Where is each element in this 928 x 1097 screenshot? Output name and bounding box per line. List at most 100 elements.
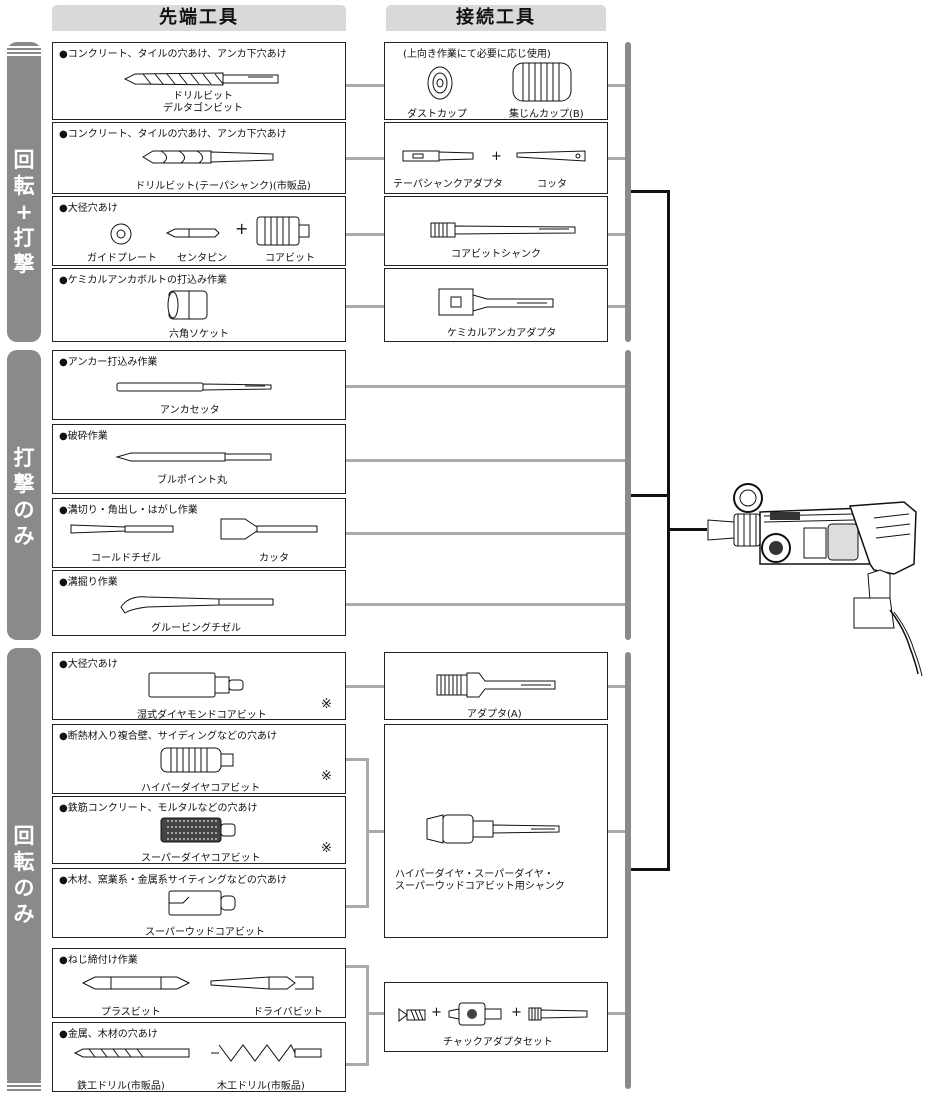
bottom-edge-mark bbox=[7, 1081, 41, 1091]
link-line bbox=[346, 965, 368, 968]
link-line bbox=[608, 305, 625, 308]
connect-box-core-bit-shank: ハイパーダイヤ・スーパーダイヤ・ スーパーウッドコアビット用シャンク bbox=[384, 724, 608, 938]
box-title: ●鉄筋コンクリート、モルタルなどの穴あけ bbox=[59, 803, 258, 814]
hammer-drill-icon bbox=[707, 483, 923, 677]
chuck-adapter-image bbox=[398, 1008, 426, 1022]
tool-caption: テーパシャンクアダプタ bbox=[393, 179, 503, 190]
tip-box-screw-bits: ●ねじ締付け作業 プラスビット ドライバビット bbox=[52, 948, 346, 1018]
tip-tools-header: 先端工具 bbox=[52, 5, 346, 31]
box-title: (上向き作業にて必要に応じ使用) bbox=[403, 49, 551, 60]
section-hammer-only: 打 撃 の み bbox=[7, 350, 41, 640]
bull-point-image bbox=[115, 452, 272, 462]
link-line bbox=[346, 385, 625, 388]
tip-box-super-wood: ●木材、窯業系・金属系サイティングなどの穴あけ スーパーウッドコアビット bbox=[52, 868, 346, 938]
connect-box-core-shank: コアビットシャンク bbox=[384, 196, 608, 266]
connect-box-chuck-adapter: + + チャックアダプタセット bbox=[384, 982, 608, 1052]
tip-box-taper-drill: ●コンクリート、タイルの穴あけ、アンカ下穴あけ ドリルビット(テーパシャンク)(… bbox=[52, 122, 346, 194]
section-rotation-hammer: 回 転 + 打 撃 bbox=[7, 42, 41, 342]
tool-caption: ドライバビット bbox=[253, 1007, 323, 1018]
super-diamond-core-bit-image bbox=[160, 817, 236, 843]
box-title: ●破砕作業 bbox=[59, 431, 108, 442]
box-title: ●ねじ締付け作業 bbox=[59, 955, 138, 966]
link-line bbox=[366, 965, 369, 1066]
plus-sign: + bbox=[511, 1005, 522, 1020]
guide-plate-image bbox=[110, 223, 132, 245]
box-title: ●大径穴あけ bbox=[59, 659, 118, 670]
grooving-chisel-image bbox=[120, 596, 274, 614]
tool-caption: ケミカルアンカアダプタ bbox=[447, 328, 557, 339]
tool-caption: アンカセッタ bbox=[160, 405, 220, 416]
chemical-anchor-adapter-image bbox=[438, 288, 554, 316]
link-line bbox=[346, 459, 625, 462]
link-line bbox=[608, 157, 625, 160]
plus-sign: + bbox=[491, 149, 502, 164]
top-edge-mark bbox=[7, 46, 41, 56]
tool-caption: ハイパーダイヤ・スーパーダイヤ・ スーパーウッドコアビット用シャンク bbox=[395, 869, 565, 892]
tool-caption: グルービングチゼル bbox=[151, 623, 241, 634]
tool-caption: コッタ bbox=[537, 179, 567, 190]
center-pin-image bbox=[165, 228, 220, 238]
dust-cup-image bbox=[427, 66, 453, 100]
tool-caption: ドリルビット(テーパシャンク)(市販品) bbox=[135, 181, 311, 192]
link-line bbox=[346, 905, 368, 908]
link-line bbox=[346, 84, 384, 87]
cotter-image bbox=[516, 150, 586, 162]
connect-tools-header: 接続工具 bbox=[386, 5, 606, 31]
link-line bbox=[608, 233, 625, 236]
tool-caption: コールドチゼル bbox=[91, 553, 161, 564]
taper-drill-image bbox=[142, 150, 274, 164]
connect-box-dust-cup: (上向き作業にて必要に応じ使用) ダストカップ 集じんカップ(B) bbox=[384, 42, 608, 120]
iron-drill-image bbox=[73, 1048, 190, 1058]
plus-sign: + bbox=[431, 1005, 442, 1020]
drill-bit-image bbox=[123, 72, 279, 86]
connector-line bbox=[631, 494, 669, 497]
tool-caption: コアビットシャンク bbox=[451, 249, 541, 260]
diamond-core-shank-image bbox=[426, 814, 560, 844]
section-rotation-only: 回 転 の み bbox=[7, 648, 41, 1088]
taper-shank-adapter-image bbox=[402, 150, 474, 162]
tip-box-chisel: ●溝切り・角出し・はがし作業 コールドチゼル カッタ bbox=[52, 498, 346, 568]
link-line bbox=[346, 685, 384, 688]
note-mark: ※ bbox=[321, 769, 332, 784]
tool-caption: 六角ソケット bbox=[169, 329, 229, 340]
tool-caption: 集じんカップ(B) bbox=[509, 109, 584, 120]
plus-sign: + bbox=[235, 219, 249, 238]
connect-box-adapter-a: アダプタ(A) bbox=[384, 652, 608, 720]
box-title: ●ケミカルアンカボルトの打込み作業 bbox=[59, 275, 228, 286]
link-line bbox=[346, 1063, 368, 1066]
box-title: ●金属、木材の穴あけ bbox=[59, 1029, 158, 1040]
link-line bbox=[346, 758, 368, 761]
tool-caption: アダプタ(A) bbox=[467, 709, 522, 720]
section-label: 打 撃 の み bbox=[13, 446, 35, 548]
tip-box-drill-bit: ●コンクリート、タイルの穴あけ、アンカ下穴あけ ドリルビット デルタゴンビット bbox=[52, 42, 346, 120]
box-title: ●コンクリート、タイルの穴あけ、アンカ下穴あけ bbox=[59, 129, 287, 140]
tool-caption: スーパーウッドコアビット bbox=[145, 927, 265, 938]
box-title: ●コンクリート、タイルの穴あけ、アンカ下穴あけ bbox=[59, 49, 287, 60]
box-title: ●断熱材入り複合壁、サイディングなどの穴あけ bbox=[59, 731, 278, 742]
connector-line bbox=[631, 190, 669, 193]
tip-box-hyper-diamond: ●断熱材入り複合壁、サイディングなどの穴あけ ハイパーダイヤコアビット ※ bbox=[52, 724, 346, 794]
tool-caption: カッタ bbox=[259, 553, 289, 564]
tool-caption: 湿式ダイヤモンドコアビット bbox=[137, 710, 267, 721]
tool-caption: ハイパーダイヤコアビット bbox=[141, 783, 261, 794]
tip-box-super-diamond: ●鉄筋コンクリート、モルタルなどの穴あけ スーパーダイヤコアビット ※ bbox=[52, 796, 346, 864]
link-line bbox=[366, 830, 384, 833]
connector-line bbox=[667, 528, 707, 531]
connect-box-chemical-adapter: ケミカルアンカアダプタ bbox=[384, 268, 608, 342]
tip-box-metal-wood-drill: ●金属、木材の穴あけ 鉄工ドリル(市販品) 木工ドリル(市販品) bbox=[52, 1022, 346, 1092]
note-mark: ※ bbox=[321, 697, 332, 712]
link-line bbox=[346, 233, 384, 236]
tool-caption: ダストカップ bbox=[407, 109, 467, 120]
phillips-bit-image bbox=[81, 976, 191, 990]
tool-caption: 鉄工ドリル(市販品) bbox=[77, 1081, 165, 1092]
link-line bbox=[608, 84, 625, 87]
core-bit-image bbox=[256, 216, 310, 246]
adapter-a-image bbox=[436, 672, 556, 698]
driver-bit-image bbox=[210, 976, 314, 990]
box-title: ●木材、窯業系・金属系サイティングなどの穴あけ bbox=[59, 875, 287, 886]
link-line bbox=[366, 1012, 384, 1015]
connector-line bbox=[631, 868, 669, 871]
link-line bbox=[608, 685, 625, 688]
tip-box-bull-point: ●破砕作業 ブルポイント丸 bbox=[52, 424, 346, 494]
tip-box-hex-socket: ●ケミカルアンカボルトの打込み作業 六角ソケット bbox=[52, 268, 346, 342]
